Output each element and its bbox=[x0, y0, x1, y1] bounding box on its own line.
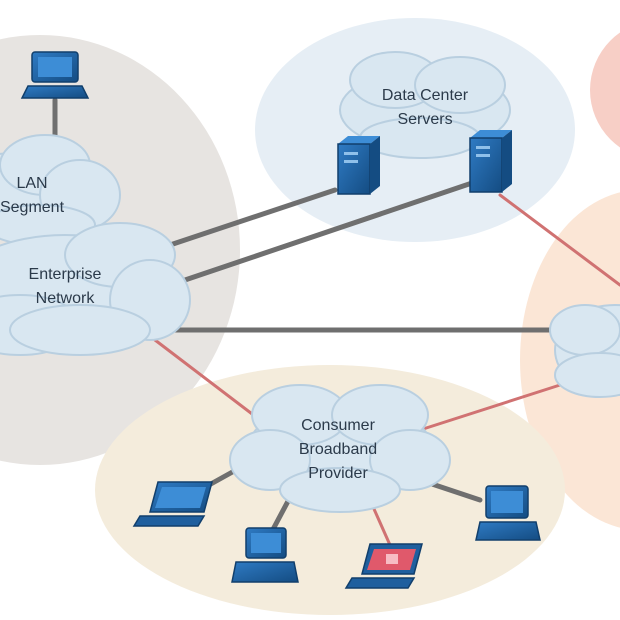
enterprise-cloud-label-line2: Network bbox=[36, 290, 96, 307]
enterprise-cloud-label-line1: Enterprise bbox=[29, 266, 102, 283]
datacenter-cloud-label-line2: Servers bbox=[397, 111, 452, 128]
consumer-cloud-label-line3: Provider bbox=[308, 465, 368, 482]
laptop-icon[interactable] bbox=[344, 543, 423, 589]
pink-zone bbox=[590, 32, 620, 148]
red-links bbox=[153, 193, 620, 547]
link-enterprise-server2 bbox=[182, 179, 478, 283]
consumer-cloud-label-line2: Broadband bbox=[299, 441, 377, 458]
enterprise-cloud bbox=[0, 222, 191, 356]
link-consumer-right bbox=[418, 383, 562, 432]
lan-cloud-label-line1: LAN bbox=[16, 175, 47, 192]
link-enterprise-server1 bbox=[167, 187, 338, 248]
laptop-icon[interactable] bbox=[132, 481, 213, 527]
server-icon[interactable] bbox=[469, 130, 512, 193]
consumer-cloud-label-line1: Consumer bbox=[301, 417, 375, 434]
link-server2-right bbox=[498, 193, 620, 287]
datacenter-cloud bbox=[339, 51, 511, 159]
datacenter-cloud-label-line1: Data Center bbox=[382, 87, 469, 104]
server-icon[interactable] bbox=[337, 136, 380, 195]
consumer-cloud bbox=[229, 384, 451, 513]
lan-cloud bbox=[0, 134, 121, 246]
desktop-computer-icon[interactable] bbox=[475, 485, 541, 541]
desktop-computer-icon[interactable] bbox=[231, 527, 299, 583]
lan-cloud-label-line2: Segment bbox=[0, 199, 65, 216]
link-enterprise-consumer bbox=[153, 338, 262, 422]
right-cloud bbox=[549, 304, 620, 398]
desktop-computer-icon[interactable] bbox=[20, 51, 90, 99]
